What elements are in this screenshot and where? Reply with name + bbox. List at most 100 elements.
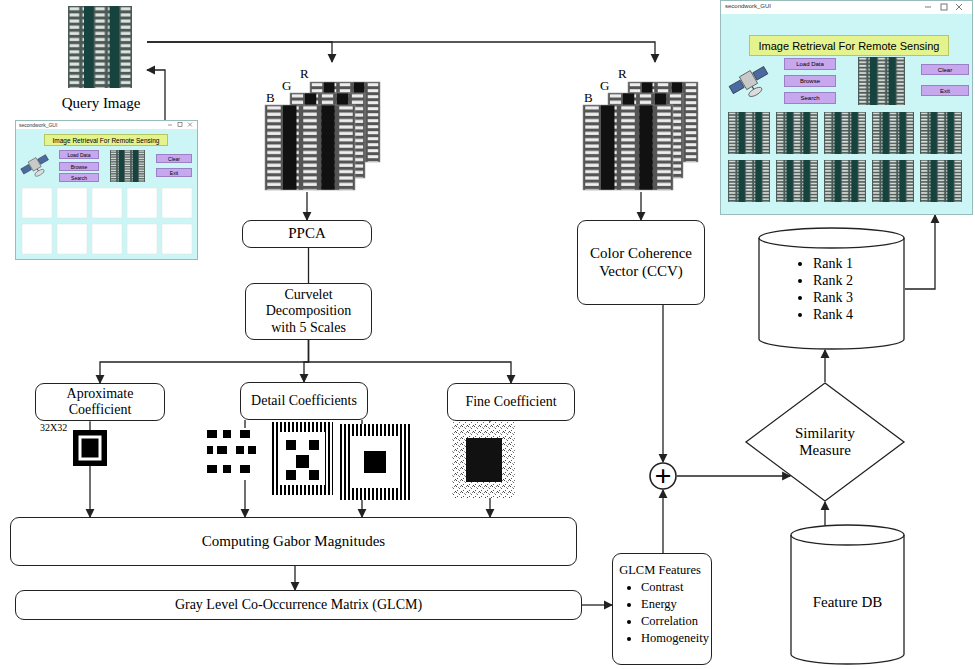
- gui-button: Clear: [921, 64, 969, 75]
- title-bar: [15, 120, 198, 129]
- node-text: Feature DB: [813, 594, 883, 611]
- node-text: Browse: [71, 164, 88, 170]
- gui-button: Clear: [156, 154, 192, 163]
- connector: [309, 340, 512, 383]
- node-text: GLCM Features: [613, 562, 707, 579]
- empty-slot: [162, 188, 192, 218]
- channel-label: G: [282, 78, 294, 93]
- result-thumbnail: [872, 160, 914, 202]
- connector: [100, 340, 309, 383]
- result-thumbnail: [824, 160, 866, 202]
- process-box: Color Coherence Vector (CCV): [577, 220, 705, 305]
- channel-frame: [265, 105, 355, 190]
- gui-button: Load Data: [784, 58, 836, 70]
- node-text: Energy: [641, 596, 707, 613]
- window-ground: [15, 120, 198, 260]
- node-text: Correlation: [641, 613, 707, 630]
- query-photo: [68, 6, 132, 88]
- node-text: Similarity Measure: [785, 425, 865, 460]
- cylinder-body: [759, 228, 904, 349]
- plus-sign: +: [654, 461, 671, 491]
- title-bar: [720, 0, 973, 14]
- node-text: Image Retrieval For Remote Sensing: [53, 137, 160, 144]
- node-text: Fine Coefficient: [465, 394, 556, 410]
- detail-coefficient-image: [205, 428, 258, 480]
- gui-window-picture: [720, 0, 973, 215]
- maximize-glyph: [941, 4, 947, 10]
- gui-button: Browse: [784, 75, 836, 87]
- coefficient-box: Aproximate Coefficient: [35, 383, 165, 421]
- satellite-icon: [728, 64, 775, 105]
- process-box: Curvelet Decomposition with 5 Scales: [245, 283, 372, 340]
- process-box: Computing Gabor Magnitudes: [10, 517, 577, 566]
- decision-diamond: Similarity Measure: [745, 382, 905, 502]
- cylinder-rim: [759, 238, 904, 248]
- node-text: Curvelet Decomposition with 5 Scales: [252, 287, 365, 335]
- connector: [308, 248, 309, 283]
- node-text: Computing Gabor Magnitudes: [202, 533, 385, 550]
- channel-stack-picture: [583, 82, 698, 190]
- detail-coefficient-image: [272, 422, 333, 495]
- node-text: Search: [71, 175, 87, 181]
- title-banner: Image Retrieval For Remote Sensing: [749, 35, 949, 56]
- node-text: Search: [800, 95, 819, 101]
- connector: [147, 70, 165, 120]
- gui-button: Search: [784, 92, 836, 104]
- window-title: secondwork_GUI: [725, 3, 968, 9]
- connector: [294, 566, 295, 590]
- empty-slot: [127, 188, 157, 218]
- fine-coefficient-image: [452, 422, 515, 498]
- result-thumbnail: [776, 160, 818, 202]
- connector: [662, 305, 663, 462]
- minimize-glyph: [925, 7, 931, 8]
- node-text: Browse: [800, 78, 820, 84]
- connector: [582, 604, 612, 605]
- empty-slot: [92, 188, 122, 218]
- gui-window: secondwork_GUIImage Retrieval For Remote…: [15, 120, 198, 260]
- rgb-channel-stack: BGR: [262, 62, 382, 192]
- gui-window: secondwork_GUI Image Retrieval For Remote…: [720, 0, 973, 215]
- gui-button: Search: [59, 173, 99, 182]
- query-thumbnail: [110, 150, 145, 182]
- window-ground: [720, 0, 973, 215]
- channel-label: G: [600, 78, 612, 93]
- maximize-glyph: [178, 123, 182, 127]
- node-text: Image Retrieval For Remote Sensing: [759, 40, 940, 52]
- connector: [306, 192, 307, 220]
- connector: [147, 42, 655, 62]
- close-glyph: [956, 4, 962, 10]
- satellite-icon: [20, 153, 53, 182]
- result-thumbnail: [920, 160, 962, 202]
- channel-layer: [265, 105, 355, 190]
- feature-list-box: GLCM FeaturesContrastEnergyCorrelationHo…: [612, 553, 712, 665]
- connector: [640, 192, 641, 220]
- result-thumbnail: [728, 160, 770, 202]
- sum-junction: +: [649, 462, 677, 490]
- gui-button: Exit: [921, 85, 969, 96]
- minimize-glyph: [168, 125, 172, 126]
- node-text: Clear: [168, 156, 180, 162]
- cylinder-body: [791, 525, 904, 664]
- empty-slot: [127, 224, 157, 254]
- node-text: Load Data: [67, 152, 90, 158]
- channel-stack-picture: [265, 82, 380, 190]
- node-text: Color Coherence Vector (CCV): [584, 245, 698, 280]
- connector: [662, 490, 663, 553]
- empty-slot: [22, 224, 52, 254]
- image-caption: Query Image: [62, 95, 141, 112]
- channel-layer: [583, 105, 673, 190]
- coefficient-box: Detail Coefficients: [240, 382, 368, 420]
- node-text: Aproximate Coefficient: [42, 386, 158, 418]
- channel-label: B: [584, 90, 596, 105]
- node-text: Gray Level Co-Occurrence Matrix (GLCM): [175, 597, 422, 613]
- empty-slot: [92, 224, 122, 254]
- empty-slot: [57, 224, 87, 254]
- connector: [824, 350, 825, 382]
- title-banner: Image Retrieval For Remote Sensing: [44, 134, 168, 146]
- detail-coefficient-image: [338, 424, 412, 500]
- channel-label: R: [618, 66, 630, 81]
- connector: [824, 502, 825, 526]
- query-image: Query Image: [55, 4, 147, 112]
- rank-database: Rank 1Rank 2Rank 3Rank 4: [758, 228, 905, 350]
- diamond-outline: [746, 383, 904, 501]
